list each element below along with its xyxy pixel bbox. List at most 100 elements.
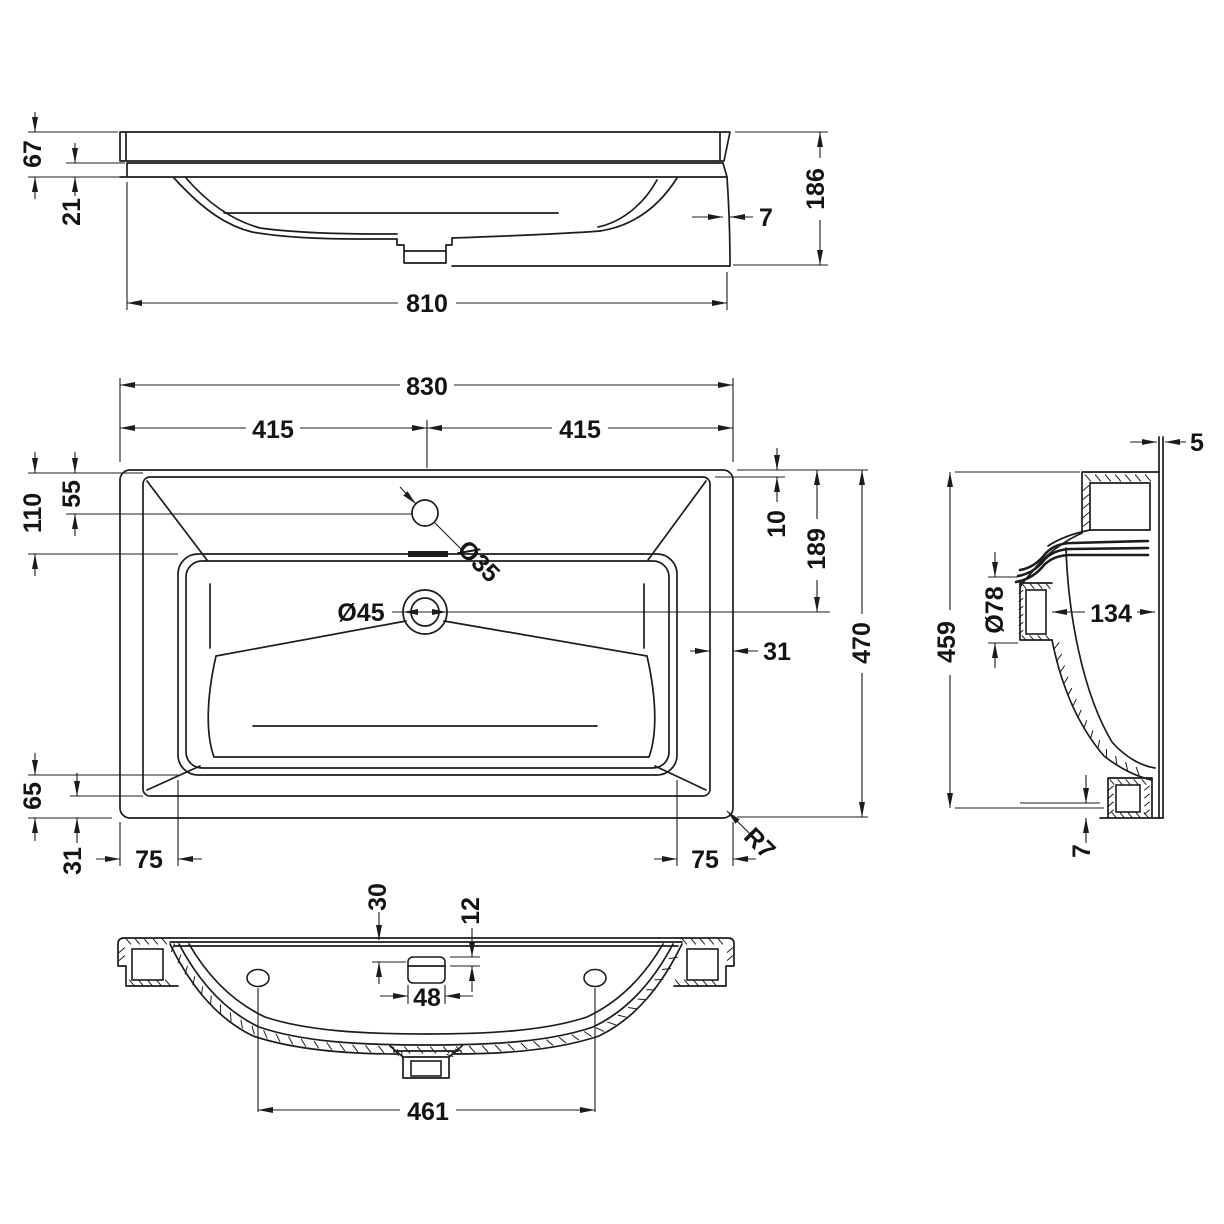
hatch-tick (1097, 739, 1101, 749)
hatch-tick (118, 947, 126, 953)
hatch-tick (494, 1044, 502, 1052)
hatch-tick (1144, 474, 1152, 482)
dimension-arrowhead (992, 562, 998, 577)
dim-plan-189: 189 (803, 528, 831, 570)
dimension-arrowhead (859, 802, 865, 817)
hatch-tick (118, 955, 126, 961)
hatch-tick (177, 954, 182, 964)
dim-plan-110: 110 (19, 493, 47, 533)
hatch-tick (571, 1034, 580, 1041)
hatch-tick (1109, 778, 1115, 786)
dimension-arrowhead (580, 1107, 595, 1113)
dimension-arrowhead (662, 856, 677, 862)
hatch-tick (416, 1046, 424, 1054)
hatch-tick (263, 1030, 268, 1039)
hatch-tick (1084, 474, 1092, 482)
dim-plan-830: 830 (406, 373, 448, 401)
right-mounting-boss (673, 937, 735, 987)
hatch-tick (352, 1044, 359, 1053)
dimension-arrowhead (376, 925, 382, 940)
dimension-arrowhead (432, 609, 447, 615)
dimension-arrowhead (817, 250, 823, 265)
dimension-arrowhead (859, 470, 865, 485)
hatch-tick (240, 1019, 243, 1029)
dim-plan-31r: 31 (763, 638, 791, 666)
dimension-arrowhead (445, 993, 460, 999)
dimension-arrowhead (105, 856, 120, 862)
hatch-tick (617, 1014, 627, 1018)
dimension-arrowhead (469, 966, 475, 981)
hatch-tick (1104, 474, 1112, 482)
dim-bottom-461: 461 (407, 1098, 449, 1126)
dim-bottom-12: 12 (457, 897, 485, 925)
hatch-tick (170, 943, 176, 953)
dimension-arrowhead (258, 1107, 273, 1113)
hatch-tick (1082, 503, 1090, 509)
dimension-arrowhead (72, 514, 78, 529)
dim-plan-470: 470 (848, 622, 876, 664)
dimension-arrowhead (718, 425, 733, 431)
hatch-tick (1124, 474, 1132, 482)
dimension-arrowhead (403, 491, 416, 504)
dim-front-67: 67 (19, 140, 47, 168)
dimension-arrowhead (947, 793, 953, 808)
dimension-arrowhead (32, 458, 38, 473)
dim-plan-75r: 75 (691, 846, 719, 874)
dimension-arrowhead (127, 300, 142, 306)
hatch-tick (1134, 474, 1142, 482)
dimension-arrowhead (1083, 818, 1089, 833)
dimension-arrowhead (718, 382, 733, 388)
hatch-tick (595, 1027, 605, 1032)
dim-plan-dia35: Ø35 (452, 535, 505, 588)
front-elevation-view: 67 21 810 7 186 (19, 112, 830, 318)
hatch-tick (468, 1045, 476, 1054)
dimension-arrowhead (947, 472, 953, 487)
dim-plan-10: 10 (763, 510, 791, 538)
hatch-tick (1135, 811, 1141, 819)
dimension-arrowhead (708, 214, 723, 220)
dimension-arrowhead (774, 477, 780, 492)
dimension-arrowhead (376, 962, 382, 977)
hatch-tick (1029, 582, 1035, 590)
hatch-tick (1082, 521, 1090, 527)
dim-section-5: 5 (1190, 429, 1204, 457)
hatch-tick (377, 1045, 385, 1054)
hatch-tick (1037, 582, 1043, 590)
dimension-arrowhead (814, 597, 820, 612)
hatch-tick (455, 1045, 463, 1054)
hatch-tick (1117, 778, 1123, 786)
hatch-tick (1107, 785, 1115, 791)
hatch-tick (1133, 778, 1139, 786)
hatch-tick (1143, 785, 1151, 791)
hatch-tick (533, 1041, 541, 1048)
dim-plan-dia45: Ø45 (337, 599, 384, 627)
hatch-tick (481, 1045, 489, 1053)
left-mounting-boss (117, 937, 179, 987)
dim-plan-31l: 31 (59, 847, 87, 875)
hatch-tick (507, 1043, 515, 1051)
hatch-tick (661, 968, 671, 971)
overflow-slot-plan (408, 551, 448, 557)
hatch-tick (607, 1021, 616, 1026)
hatch-tick (251, 1025, 255, 1035)
hatch-tick (403, 1046, 411, 1054)
dim-front-21: 21 (58, 198, 86, 226)
dim-bottom-48: 48 (413, 984, 441, 1012)
hatch-tick (1125, 778, 1131, 786)
dimension-arrowhead (469, 942, 475, 957)
dimension-arrowhead (412, 425, 427, 431)
hatch-tick (1082, 512, 1090, 518)
dim-section-7: 7 (1068, 844, 1096, 858)
hatch-tick (1143, 801, 1151, 807)
hatch-tick (365, 1044, 372, 1053)
hatch-tick (1141, 778, 1147, 786)
hatch-tick (1143, 793, 1151, 799)
hatch-tick (1143, 811, 1149, 819)
hatch-tick (1107, 793, 1115, 799)
hatch-tick (275, 1033, 281, 1042)
dimension-arrowhead (72, 458, 78, 473)
dimension-arrowhead (733, 648, 748, 654)
hatch-tick (339, 1043, 346, 1052)
hatch-tick (313, 1040, 320, 1049)
